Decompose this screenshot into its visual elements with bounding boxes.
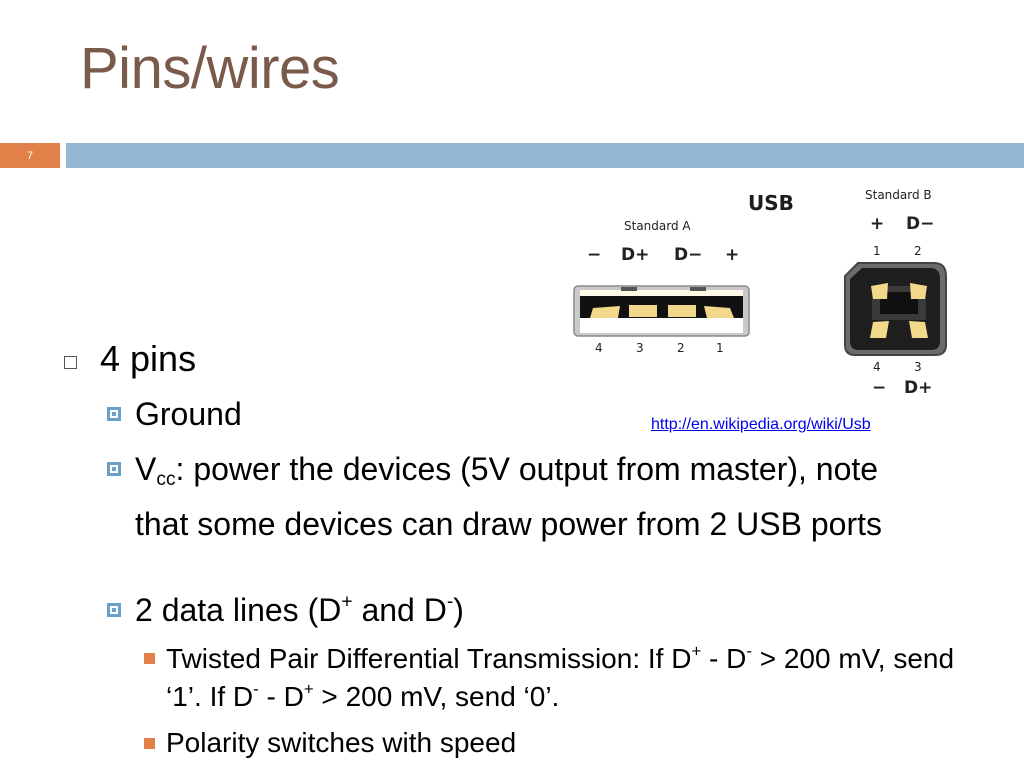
data-lines-sup-plus: + — [341, 591, 353, 613]
bullet-data-lines: 2 data lines (D+ and D-) — [135, 588, 955, 632]
twisted-sup-2: - — [746, 641, 752, 661]
bullet-square-icon — [64, 356, 77, 369]
twisted-sup-3: - — [253, 679, 259, 699]
standard-b-bottom-pin-1: 4 — [873, 360, 881, 374]
standard-b-bottom-pin-2: 3 — [914, 360, 922, 374]
title-accent-bar — [66, 143, 1024, 168]
sub-bullet-icon — [107, 462, 121, 476]
standard-b-top-signal-2: D− — [906, 214, 935, 234]
standard-a-connector-image — [573, 285, 750, 337]
twisted-text-1: Twisted Pair Differential Transmission: … — [166, 643, 692, 674]
standard-a-label: Standard A — [624, 219, 691, 233]
wikipedia-usb-link[interactable]: http://en.wikipedia.org/wiki/Usb — [651, 416, 871, 433]
bullet-ground: Ground — [135, 396, 242, 432]
bullet-polarity: Polarity switches with speed — [166, 727, 517, 758]
slide-title: Pins/wires — [80, 36, 340, 101]
bullet-twisted-pair: Twisted Pair Differential Transmission: … — [166, 640, 966, 716]
slide-number: 7 — [0, 143, 60, 168]
twisted-text-3: > 200 mV, send ‘1’. If D — [166, 643, 955, 712]
standard-a-signal-4: + — [725, 245, 740, 265]
vcc-subscript: cc — [156, 468, 176, 490]
usb-figure-heading: USB — [748, 191, 794, 215]
data-lines-text-2: and D — [352, 592, 447, 628]
sub-bullet-icon — [107, 407, 121, 421]
standard-b-connector-image — [844, 262, 947, 356]
sub-bullet-icon — [107, 603, 121, 617]
sub-sub-bullet-icon — [144, 653, 155, 664]
standard-a-pin-2: 3 — [636, 341, 644, 355]
standard-b-label: Standard B — [865, 188, 932, 202]
twisted-text-2: - D — [701, 643, 747, 674]
standard-b-bottom-signal-1: − — [872, 378, 887, 398]
standard-b-top-pin-1: 1 — [873, 244, 881, 258]
vcc-symbol: V — [135, 451, 157, 487]
standard-b-top-pin-2: 2 — [914, 244, 922, 258]
vcc-description: : power the devices (5V output from mast… — [135, 451, 882, 542]
standard-b-bottom-signal-2: D+ — [904, 378, 933, 398]
standard-a-pin-3: 2 — [677, 341, 685, 355]
twisted-sup-4: + — [303, 679, 314, 699]
bullet-vcc: Vcc: power the devices (5V output from m… — [135, 447, 935, 546]
bullet-4-pins: 4 pins — [100, 338, 197, 379]
standard-a-signal-1: − — [587, 245, 602, 265]
twisted-text-5: > 200 mV, send ‘0’. — [313, 681, 560, 712]
standard-b-top-signal-1: + — [870, 214, 885, 234]
twisted-text-4: - D — [258, 681, 304, 712]
data-lines-text-1: 2 data lines (D — [135, 592, 342, 628]
standard-a-signal-3: D− — [674, 245, 703, 265]
data-lines-sup-minus: - — [446, 591, 454, 613]
standard-a-pin-1: 4 — [595, 341, 603, 355]
standard-a-pin-4: 1 — [716, 341, 724, 355]
sub-sub-bullet-icon — [144, 738, 155, 749]
standard-a-signal-2: D+ — [621, 245, 650, 265]
twisted-sup-1: + — [691, 641, 702, 661]
data-lines-text-3: ) — [453, 592, 464, 628]
